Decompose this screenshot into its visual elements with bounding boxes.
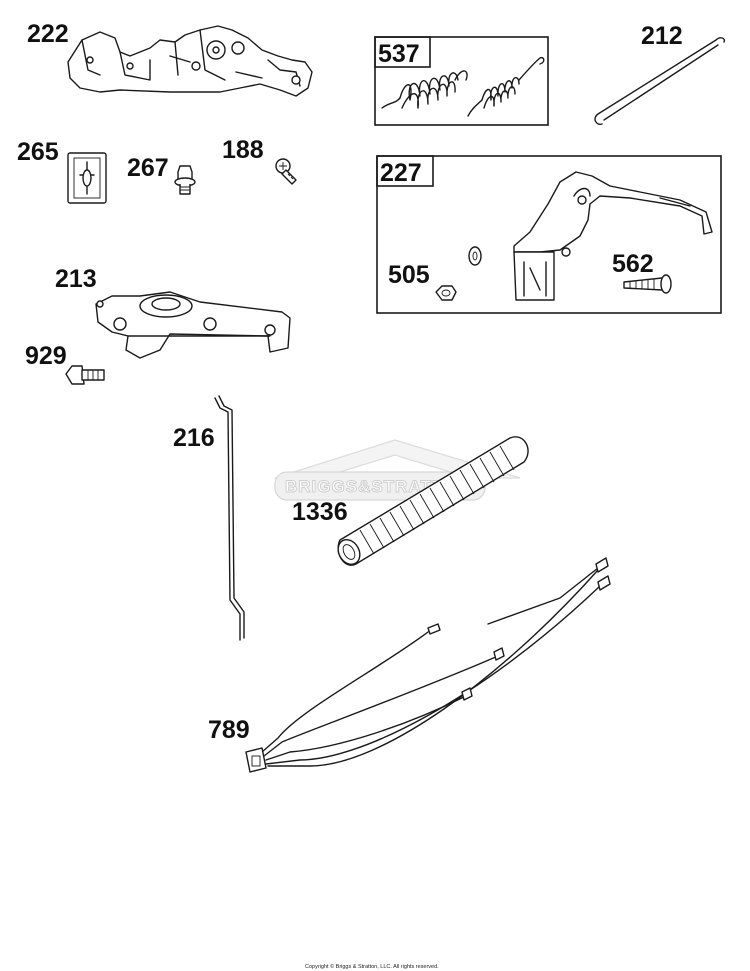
part-227-lever[interactable] — [513, 171, 713, 301]
label-562: 562 — [612, 250, 654, 278]
kit-label-box-227 — [376, 155, 434, 187]
label-222: 222 — [27, 20, 69, 48]
part-267-screw[interactable] — [174, 165, 196, 195]
label-216: 216 — [173, 424, 215, 452]
label-265: 265 — [17, 138, 59, 166]
part-505-nut[interactable] — [435, 246, 482, 301]
label-789: 789 — [208, 716, 250, 744]
part-1336-tube[interactable] — [334, 436, 529, 568]
label-505: 505 — [388, 261, 430, 289]
label-212: 212 — [641, 22, 683, 50]
label-213: 213 — [55, 265, 97, 293]
part-216-rod[interactable] — [214, 395, 245, 641]
part-537-springs[interactable] — [381, 56, 545, 117]
part-212-rod[interactable] — [594, 37, 726, 126]
kit-label-box-537 — [374, 36, 431, 68]
label-537: 537 — [378, 40, 420, 68]
label-1336: 1336 — [292, 498, 348, 526]
part-789-harness[interactable] — [245, 557, 611, 773]
label-267: 267 — [127, 154, 169, 182]
part-265-clip[interactable] — [67, 152, 107, 204]
part-222-bracket[interactable] — [67, 25, 313, 97]
part-188-screw[interactable] — [275, 158, 297, 185]
kit-box-227 — [376, 155, 722, 314]
copyright-notice: Copyright © Briggs & Stratton, LLC. All … — [305, 963, 439, 970]
part-562-screw[interactable] — [623, 274, 672, 294]
label-227: 227 — [380, 159, 422, 187]
kit-box-537 — [374, 36, 549, 126]
part-213-bracket[interactable] — [95, 291, 291, 359]
label-929: 929 — [25, 342, 67, 370]
part-929-bolt[interactable] — [65, 365, 105, 385]
label-188: 188 — [222, 136, 264, 164]
